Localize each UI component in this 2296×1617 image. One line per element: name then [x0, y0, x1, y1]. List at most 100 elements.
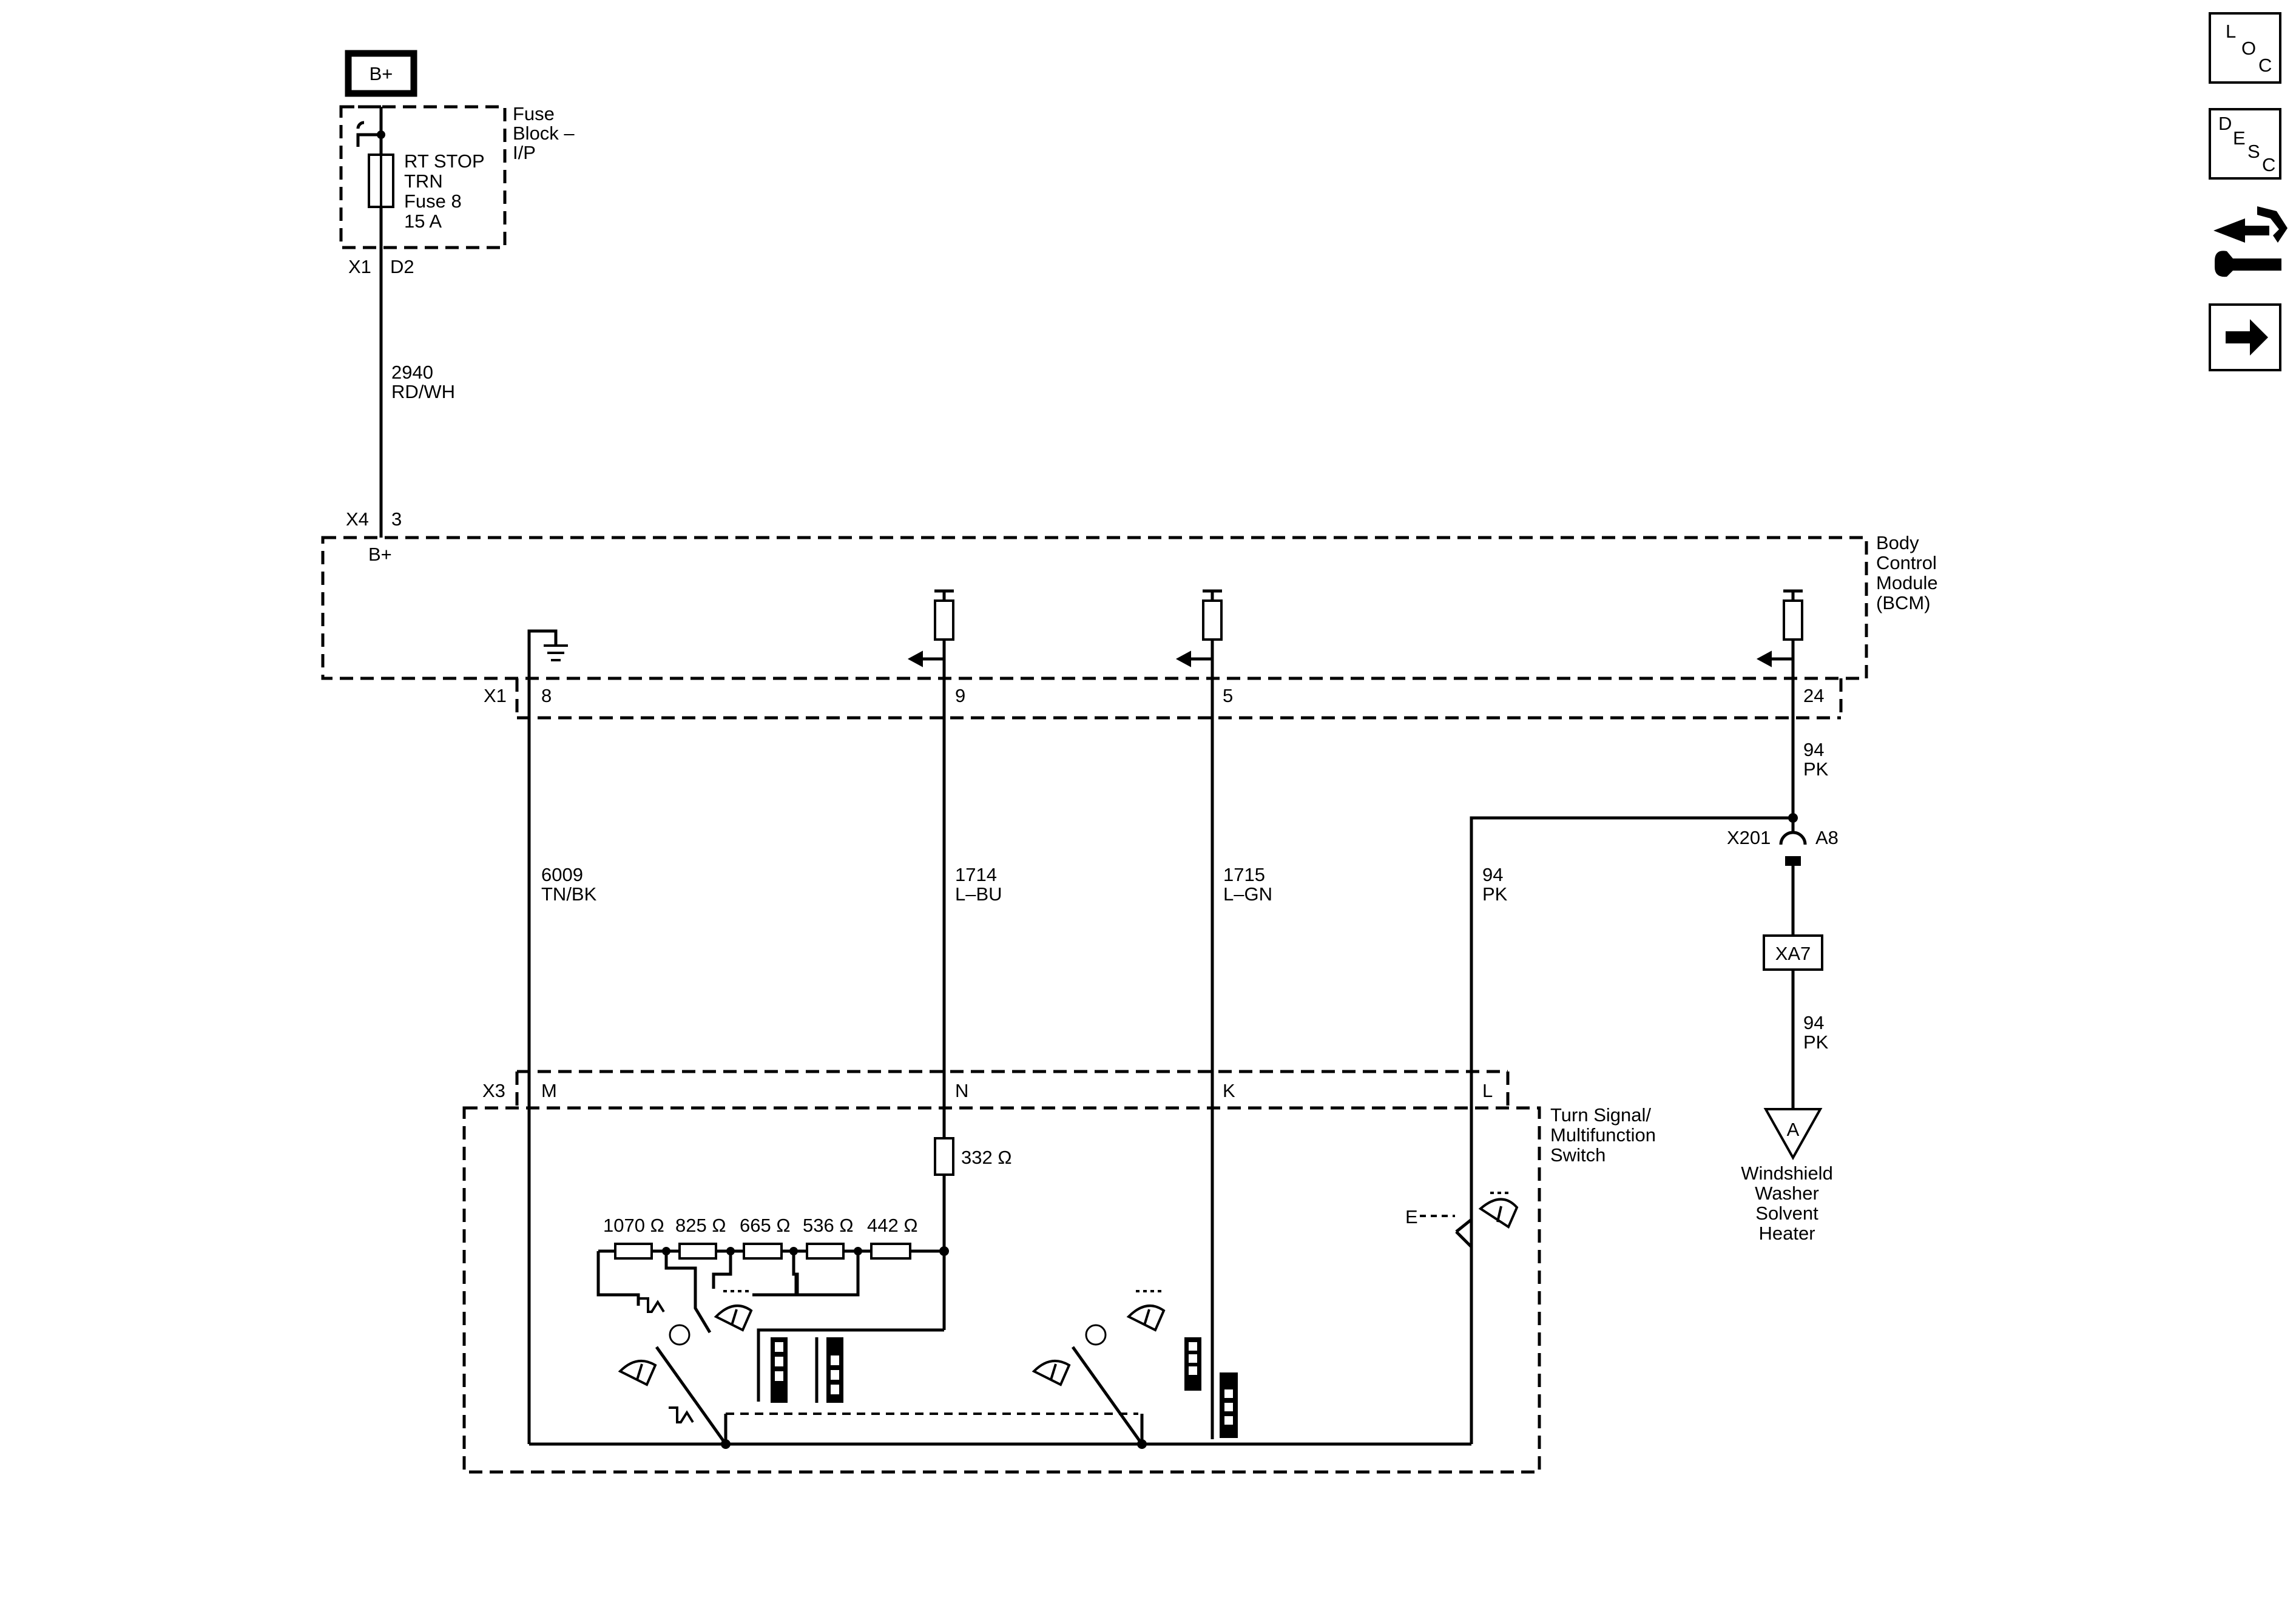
- loc-letter-o: O: [2241, 38, 2256, 59]
- fuse-block-name-3: I/P: [513, 142, 536, 163]
- wire-2940-color: RD/WH: [391, 381, 455, 402]
- switch-name-1: Turn Signal/: [1550, 1104, 1651, 1126]
- battery-supply-label: B+: [370, 63, 393, 84]
- wire-94-upper-number: 94: [1803, 739, 1824, 760]
- switch-connector: X3: [482, 1080, 505, 1101]
- bcm-pin-9: 9: [955, 685, 965, 706]
- fuse-label-2: TRN: [404, 170, 443, 192]
- tools-icon[interactable]: [2213, 206, 2288, 277]
- fuse-label-4: 15 A: [404, 211, 442, 232]
- washer-icon: [1478, 1192, 1519, 1229]
- bcm-name-4: (BCM): [1876, 592, 1931, 613]
- bcm-name-1: Body: [1876, 532, 1919, 553]
- next-button[interactable]: [2209, 303, 2281, 371]
- body-control-module: Body Control Module (BCM) X4 3 B+: [321, 508, 1938, 718]
- intermittent-icon: [640, 1297, 665, 1313]
- intermittent-icon-lower: [669, 1406, 694, 1423]
- bcm-input-circuit-9: [907, 589, 954, 718]
- turn-signal-multifunction-switch: Turn Signal/ Multifunction Switch 332 Ω …: [462, 1104, 1656, 1474]
- x201-name: X201: [1727, 827, 1771, 848]
- resistor-665: 665 Ω: [740, 1215, 791, 1236]
- switch-pin-k: K: [1223, 1080, 1235, 1101]
- ground-icon: [527, 629, 568, 718]
- fuse-pin: D2: [390, 256, 414, 277]
- wire-94-upper-color: PK: [1803, 758, 1829, 780]
- wire-94-upper: 94 PK: [1788, 718, 1829, 831]
- loc-button[interactable]: L O C: [2209, 12, 2281, 84]
- resistor-825: 825 Ω: [675, 1215, 726, 1236]
- fuse-block: Fuse Block – I/P RT STOP TRN Fuse 8 15 A…: [339, 103, 575, 277]
- bcm-name-3: Module: [1876, 572, 1938, 593]
- fuse-label-3: Fuse 8: [404, 191, 462, 212]
- switch-name-3: Switch: [1550, 1144, 1606, 1166]
- wiper-low-icon-right: [1032, 1360, 1071, 1386]
- desc-letter-s: S: [2247, 141, 2260, 162]
- inline-connector-x201: X201 A8: [1727, 827, 1838, 936]
- destination-triangle: [1763, 1108, 1823, 1161]
- switch-pin-n: N: [955, 1080, 968, 1101]
- fuse-block-name-2: Block –: [513, 123, 575, 144]
- bcm-input-label: B+: [368, 544, 392, 565]
- resistor-332: 332 Ω: [961, 1147, 1012, 1168]
- bcm-input-pin: 3: [391, 508, 402, 530]
- fuse-block-name-1: Fuse: [513, 103, 555, 124]
- desc-letter-c: C: [2262, 154, 2275, 175]
- bcm-connector-x1: X1 8 9 5 24: [484, 678, 1843, 720]
- wire-2940-number: 2940: [391, 362, 433, 383]
- wiper-high-icon-right: [1126, 1290, 1166, 1332]
- resistor-442: 442 Ω: [867, 1215, 918, 1236]
- destination-name-3: Solvent: [1755, 1203, 1818, 1224]
- switch-pin-m: M: [541, 1080, 557, 1101]
- wiper-high-icon: [714, 1290, 753, 1332]
- bcm-pin-24: 24: [1803, 685, 1824, 706]
- wire-94-lower-color: PK: [1803, 1031, 1829, 1053]
- desc-letter-e: E: [2233, 127, 2246, 149]
- wire-94-switch-number: 94: [1482, 864, 1503, 885]
- loc-letter-l: L: [2226, 21, 2236, 42]
- wire-1714-color: L–BU: [955, 883, 1002, 905]
- xa7-label: XA7: [1775, 943, 1811, 964]
- xa7-connector: XA7 94 PK: [1763, 934, 1829, 1109]
- wire-2940: 2940 RD/WH: [379, 248, 455, 538]
- bcm-pin-8: 8: [541, 685, 552, 706]
- wire-1714: 1714 L–BU: [942, 718, 1002, 1138]
- wire-94-switch-color: PK: [1482, 883, 1508, 905]
- wire-6009: 6009 TN/BK: [527, 718, 597, 1444]
- fuse-connector: X1: [348, 256, 371, 277]
- wire-94-lower-number: 94: [1803, 1012, 1824, 1033]
- destination-letter: A: [1787, 1119, 1800, 1140]
- destination-name-4: Heater: [1758, 1223, 1815, 1244]
- switch-pin-l: L: [1482, 1080, 1493, 1101]
- resistor-536: 536 Ω: [803, 1215, 854, 1236]
- washer-switch: E: [1405, 1206, 1473, 1248]
- wire-1715-color: L–GN: [1223, 883, 1272, 905]
- destination-name-1: Windshield: [1741, 1163, 1833, 1184]
- battery-supply: B+: [345, 50, 417, 97]
- bcm-input-circuit-5: [1175, 589, 1223, 718]
- destination-name-2: Washer: [1755, 1183, 1819, 1204]
- wire-1715: 1715 L–GN: [1210, 718, 1272, 1439]
- wire-6009-color: TN/BK: [541, 883, 597, 905]
- x201-pin: A8: [1815, 827, 1838, 848]
- resistor-1070: 1070 Ω: [603, 1215, 664, 1236]
- level-indicator-icon: [771, 1337, 843, 1403]
- desc-letter-d: D: [2218, 113, 2232, 134]
- bcm-pin-5: 5: [1223, 685, 1233, 706]
- destination-washer-heater: A Windshield Washer Solvent Heater: [1741, 1108, 1833, 1244]
- desc-button[interactable]: D E S C: [2209, 108, 2281, 180]
- washer-e-label: E: [1405, 1206, 1418, 1227]
- fuse-label-1: RT STOP: [404, 150, 485, 172]
- wire-94-switch: 94 PK: [1470, 816, 1793, 1444]
- wire-6009-number: 6009: [541, 864, 583, 885]
- wiper-low-icon: [618, 1360, 657, 1386]
- level-indicator-icon-right: [1184, 1337, 1238, 1438]
- wire-1714-number: 1714: [955, 864, 997, 885]
- bcm-name-2: Control: [1876, 552, 1937, 573]
- bcm-input-circuit-24: [1756, 589, 1803, 718]
- bcm-input-connector: X4: [346, 508, 369, 530]
- switch-name-2: Multifunction: [1550, 1124, 1656, 1146]
- wire-1715-number: 1715: [1223, 864, 1265, 885]
- switch-connector-x3: X3 M N K L: [482, 1070, 1510, 1108]
- arrow-right-icon: [2226, 319, 2268, 356]
